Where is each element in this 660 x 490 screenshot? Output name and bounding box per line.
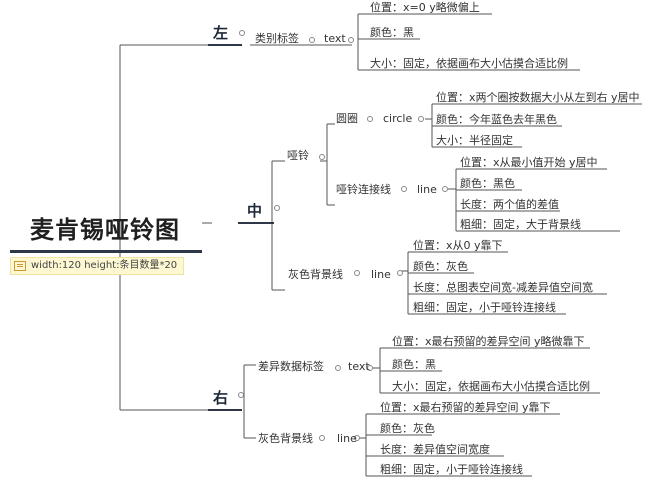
root-note-text: width:120 height:条目数量*20 [31,260,178,271]
left-category-label[interactable]: 类别标签 [255,32,299,45]
left-prop-position[interactable]: 位置：x=0 y略微偏上 [370,1,480,14]
right-diff-type[interactable]: text [348,360,370,373]
bg-prop-thickness[interactable]: 粗细：固定，小于哑铃连接线 [413,301,556,314]
rbg-prop-thickness[interactable]: 粗细：固定，小于哑铃连接线 [380,463,523,476]
connector-prop-color[interactable]: 颜色：黑色 [460,177,515,190]
middle-bg-line-type[interactable]: line [371,268,391,281]
root-topic[interactable]: 麦肯锡哑铃图 [30,215,180,244]
branch-right-title[interactable]: 右 [213,389,229,407]
root-underline [10,250,202,253]
circle-prop-color[interactable]: 颜色：今年蓝色去年黑色 [436,113,557,126]
diff-prop-size[interactable]: 大小：固定，依据画布大小估摸合适比例 [392,380,590,393]
right-bg-line-type[interactable]: line [337,432,357,445]
right-diff-label[interactable]: 差异数据标签 [258,360,324,373]
note-icon [14,261,26,271]
diff-prop-color[interactable]: 颜色：黑 [392,358,436,371]
rbg-prop-position[interactable]: 位置：x最右预留的差异空间 y靠下 [380,401,551,414]
rbg-prop-color[interactable]: 颜色：灰色 [380,422,435,435]
middle-connector-label[interactable]: 哑铃连接线 [336,183,391,196]
middle-connector-type[interactable]: line [417,183,437,196]
left-category-type[interactable]: text [324,32,346,45]
root-note[interactable]: width:120 height:条目数量*20 [10,257,185,275]
bg-prop-color[interactable]: 颜色：灰色 [413,260,468,273]
circle-prop-size[interactable]: 大小：半径固定 [436,134,513,147]
middle-dumbbell-label[interactable]: 哑铃 [287,149,309,162]
bg-prop-length[interactable]: 长度：总图表空间宽-减差异值空间宽 [413,281,593,294]
branch-right-underline [208,409,242,411]
left-prop-color[interactable]: 颜色：黑 [370,26,414,39]
left-prop-size[interactable]: 大小：固定，依据画布大小估摸合适比例 [370,57,568,70]
branch-left-title[interactable]: 左 [213,24,229,42]
middle-circle-type[interactable]: circle [383,112,413,125]
branch-left-underline [208,44,242,46]
bg-prop-position[interactable]: 位置：x从0 y靠下 [413,239,503,252]
connector-prop-length[interactable]: 长度：两个值的差值 [460,198,559,211]
right-bg-line-label[interactable]: 灰色背景线 [258,432,313,445]
circle-prop-position[interactable]: 位置：x两个圈按数据大小从左到右 y居中 [436,91,640,104]
middle-circle-label[interactable]: 圆圈 [336,112,358,125]
branch-middle-underline [238,222,274,224]
connector-prop-thickness[interactable]: 粗细：固定，大于背景线 [460,218,581,231]
middle-bg-line-label[interactable]: 灰色背景线 [288,268,343,281]
diff-prop-position[interactable]: 位置：x最右预留的差异空间 y略微靠下 [392,335,585,348]
rbg-prop-length[interactable]: 长度：差异值空间宽度 [380,443,490,456]
branch-middle-title[interactable]: 中 [247,202,263,220]
connector-prop-position[interactable]: 位置：x从最小值开始 y居中 [460,156,598,169]
